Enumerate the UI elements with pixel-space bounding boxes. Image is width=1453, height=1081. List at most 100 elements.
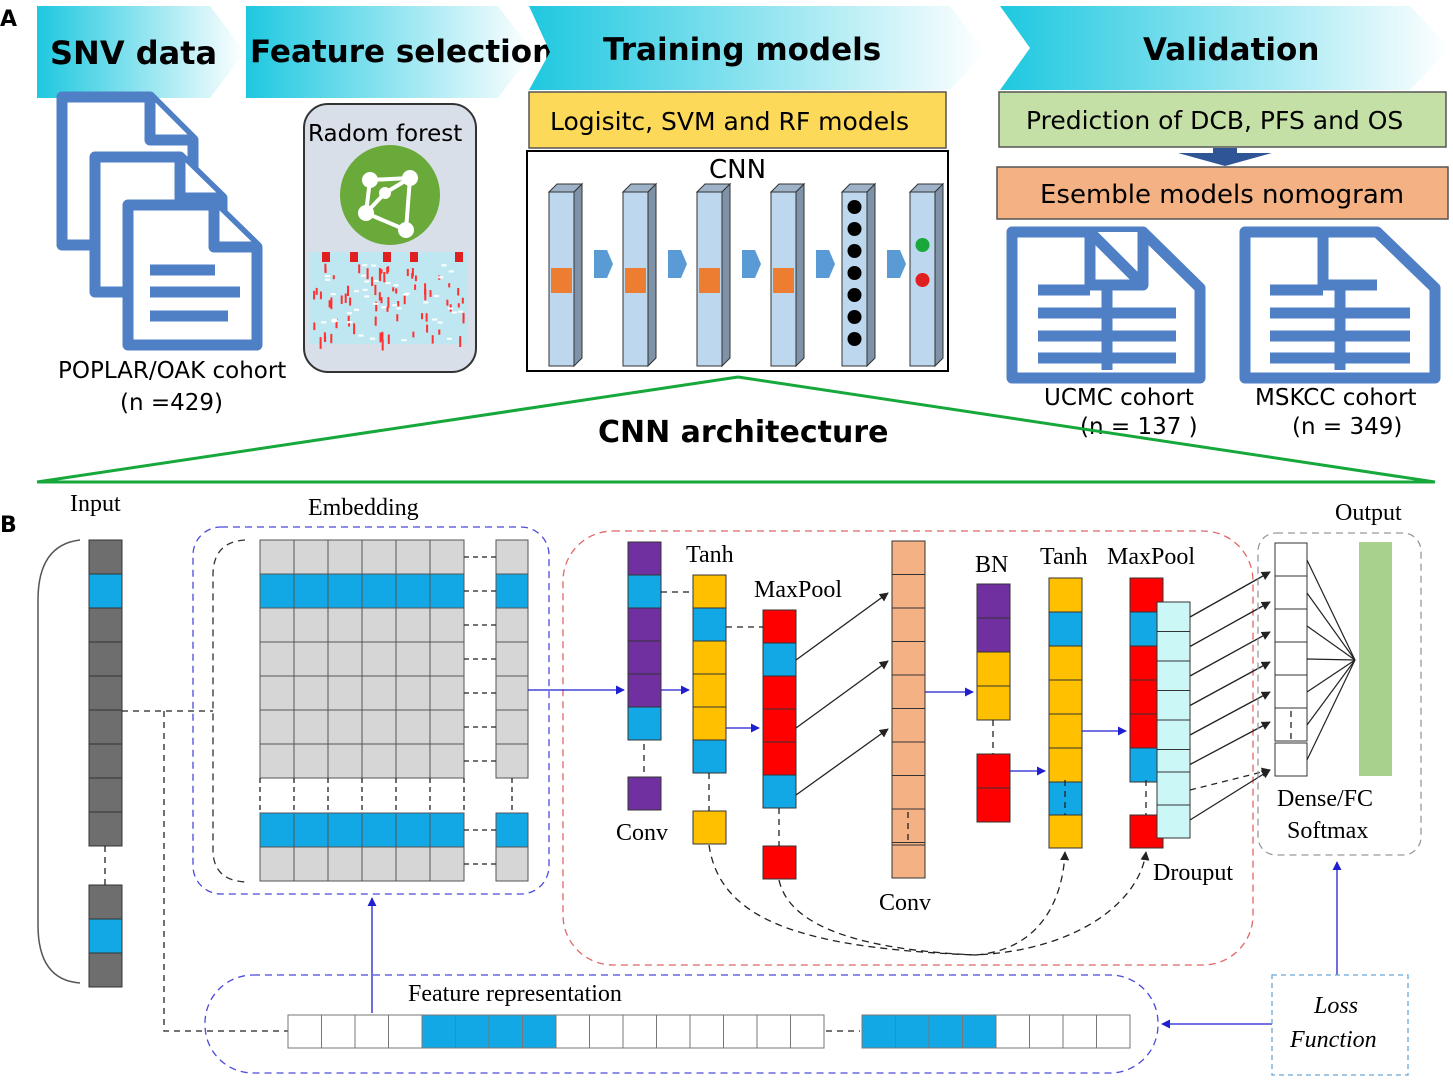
- feature-cell: [1062, 1014, 1097, 1049]
- embedding-cell: [395, 573, 431, 609]
- layer-cell: [1156, 771, 1191, 806]
- layer-cell: [627, 541, 662, 576]
- heatmap-mark: [432, 318, 438, 321]
- cnn-column: [909, 191, 936, 367]
- layer-cell: [891, 775, 926, 810]
- feature-cell: [756, 1014, 791, 1049]
- embedding-cell: [395, 743, 431, 779]
- connector-line: [1306, 625, 1356, 661]
- embedding-cell: [361, 539, 397, 575]
- embedding-label: Embedding: [308, 495, 419, 521]
- cnn-neuron: [847, 310, 862, 324]
- heatmap-mark: [313, 322, 316, 331]
- heatmap-mark: [387, 334, 390, 344]
- flow-arrow-icon: [668, 250, 687, 278]
- dropout-to-dense-arrow: [1189, 631, 1271, 677]
- step-snv-arrow: SNV data: [37, 6, 245, 98]
- layer-cell: [762, 708, 797, 743]
- embedding-matrix: [259, 539, 529, 882]
- heatmap-mark: [404, 292, 410, 295]
- heatmap-mark: [378, 292, 381, 301]
- feature-cell: [455, 1014, 490, 1049]
- layer-cell: [627, 640, 662, 675]
- cnn-filter-patch: [551, 268, 572, 293]
- heatmap-mark: [362, 264, 368, 267]
- heatmap-mark: [330, 293, 336, 296]
- step-feature-label: Feature selection: [250, 34, 554, 70]
- pool-to-conv-arrow: [795, 592, 889, 661]
- heatmap-mark: [457, 303, 460, 308]
- input-sequence: [88, 539, 288, 1032]
- step-training-label: Training models: [603, 32, 881, 68]
- step-snv-label: SNV data: [50, 34, 217, 72]
- layer-cell: [1156, 660, 1191, 691]
- embedding-cell: [395, 539, 431, 575]
- embedding-inner-frame: [212, 539, 246, 883]
- heatmap-mark: [386, 267, 389, 274]
- feature-cell: [861, 1014, 896, 1049]
- training-models-box: Logisitc, SVM and RF models: [528, 91, 947, 149]
- heatmap-mark: [410, 252, 418, 262]
- layer-cell: [976, 651, 1011, 687]
- heatmap-mark: [383, 252, 391, 262]
- embedding-cell: [429, 539, 465, 575]
- heatmap-mark: [380, 269, 383, 274]
- embedding-cell: [293, 675, 329, 711]
- dropout-to-dense-arrow: [1189, 767, 1271, 791]
- feature-cell: [723, 1014, 758, 1049]
- embedding-cell: [293, 573, 329, 609]
- embedding-cell: [395, 641, 431, 677]
- heatmap-mark: [395, 288, 398, 294]
- feature-cell: [622, 1014, 657, 1049]
- cnn-column-side: [934, 182, 944, 368]
- tanh1-label: Tanh: [686, 542, 734, 568]
- input-label: Input: [70, 491, 121, 517]
- layer-cell: [692, 673, 727, 708]
- embedding-cell: [327, 641, 363, 677]
- ucmc-cohort-n: (n = 137 ): [1080, 414, 1198, 440]
- heatmap-mark: [383, 272, 386, 283]
- input-feature-link: [163, 711, 288, 1032]
- heatmap-mark: [378, 268, 381, 280]
- heatmap-mark: [423, 301, 429, 304]
- layer-cell: [762, 642, 797, 677]
- heatmap-mark: [401, 339, 407, 342]
- heatmap-mark: [360, 274, 366, 277]
- layer-cell: [1048, 713, 1083, 749]
- connector-line: [1306, 659, 1356, 726]
- feature-cell: [656, 1014, 691, 1049]
- input-cell: [88, 811, 123, 847]
- heatmap-mark: [387, 297, 390, 308]
- heatmap-mark: [462, 314, 465, 320]
- cnn-neuron: [847, 200, 862, 214]
- cnn-column-side: [573, 182, 583, 368]
- cnn-neuron: [847, 288, 862, 302]
- input-cell: [88, 641, 123, 677]
- heatmap-mark: [340, 295, 343, 304]
- cnn-filter-patch: [625, 268, 646, 293]
- heatmap-mark: [315, 287, 318, 295]
- layer-cell: [976, 617, 1011, 653]
- connector-line: [1306, 659, 1356, 693]
- embedding-cell: [361, 641, 397, 677]
- flow-arrow-icon: [742, 250, 761, 278]
- feature-cell: [928, 1014, 963, 1049]
- embedding-cell: [495, 743, 529, 779]
- embedding-cell: [259, 743, 295, 779]
- cnn-architecture-title: CNN architecture: [598, 415, 888, 450]
- heatmap-mark: [324, 336, 327, 342]
- layer-cell: [1048, 611, 1083, 647]
- embedding-cell: [495, 675, 529, 711]
- softmax-bar: [1359, 542, 1392, 776]
- embedding-cell: [395, 607, 431, 643]
- connector-line: [1306, 659, 1356, 761]
- embedding-cell: [259, 846, 295, 882]
- flow-arrow-icon: [816, 250, 835, 278]
- down-arrow-icon: [1178, 148, 1272, 166]
- heatmap-mark: [362, 288, 368, 291]
- loss-label: Loss: [1313, 993, 1358, 1019]
- embedding-cell: [293, 812, 329, 848]
- cnn-filter-patch: [773, 268, 794, 293]
- dropout-to-dense-arrow: [1189, 661, 1271, 707]
- feature-cell: [589, 1014, 624, 1049]
